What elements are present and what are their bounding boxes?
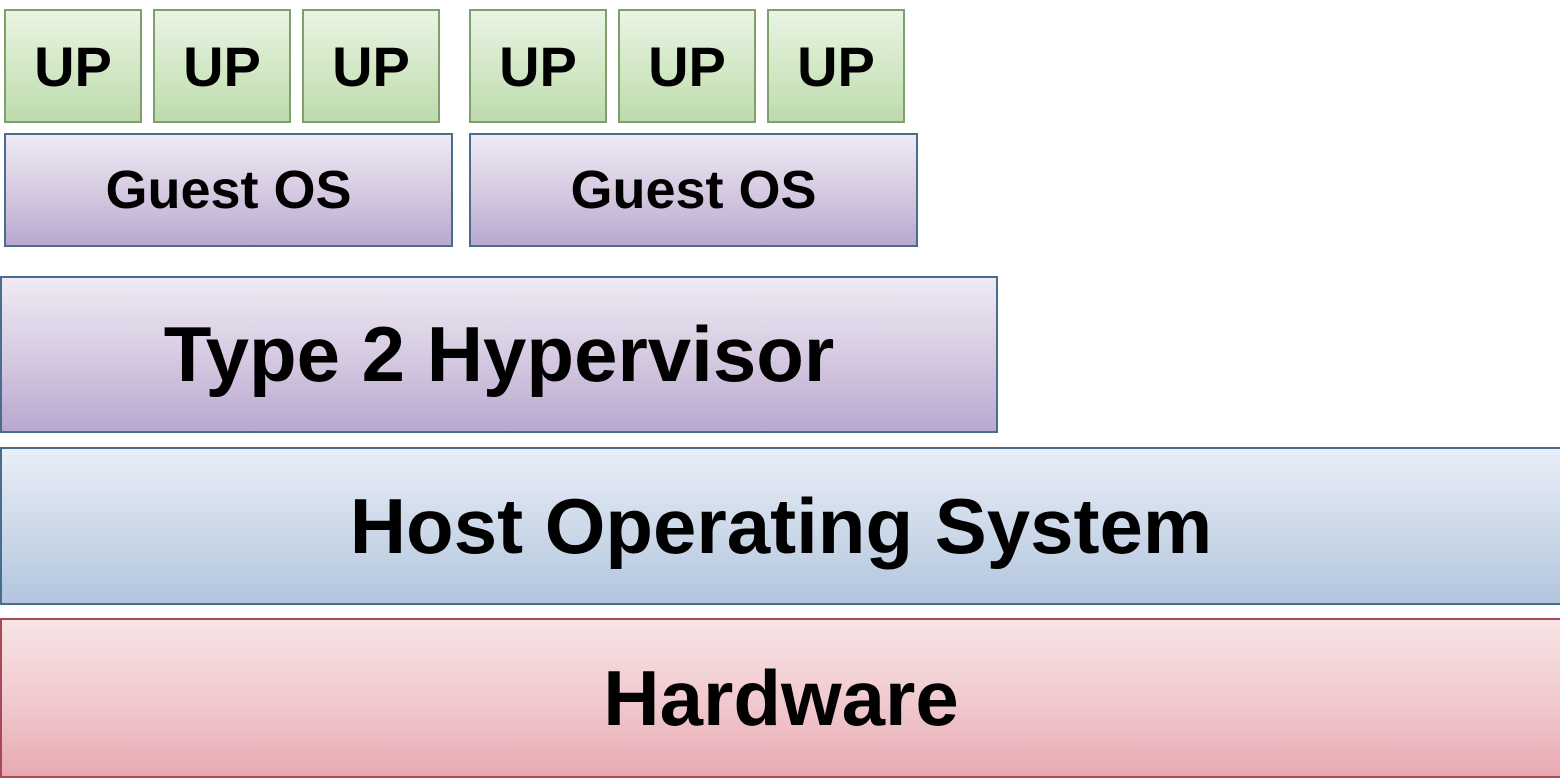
guest-os-box-1: Guest OS xyxy=(4,133,453,247)
user-process-box-3: UP xyxy=(302,9,440,123)
guest-os-box-2: Guest OS xyxy=(469,133,918,247)
user-process-box-4: UP xyxy=(469,9,607,123)
user-process-box-6: UP xyxy=(767,9,905,123)
hardware-layer: Hardware xyxy=(0,618,1560,778)
user-process-box-1: UP xyxy=(4,9,142,123)
host-operating-system-layer: Host Operating System xyxy=(0,447,1560,605)
type-2-hypervisor-layer: Type 2 Hypervisor xyxy=(0,276,998,433)
user-process-box-5: UP xyxy=(618,9,756,123)
user-process-box-2: UP xyxy=(153,9,291,123)
